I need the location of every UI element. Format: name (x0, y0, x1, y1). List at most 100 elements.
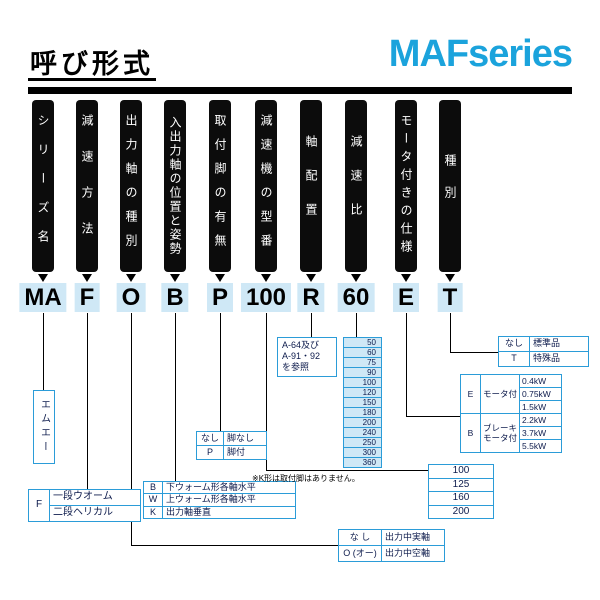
triangle-pointer (82, 274, 92, 282)
size-value: 200 (428, 504, 494, 519)
column-bar-reduction-method: 減速方法 (76, 100, 98, 272)
kind-key: なし (498, 336, 530, 352)
series-logo: MAFseries (388, 33, 573, 75)
connector-line (131, 545, 338, 546)
column-bar-motor-spec: モータ付きの仕様 (395, 100, 417, 272)
ratio-value: 240 (343, 427, 382, 438)
code-layout: B (161, 283, 189, 312)
motor-group-label: モータ付 (480, 374, 520, 414)
column-label: 減速機の型番 (259, 114, 273, 258)
connector-line (266, 470, 428, 471)
series-name-box: エムエー (33, 390, 55, 464)
connector-line (131, 313, 132, 545)
motor-kw: 0.75kW (519, 387, 562, 401)
table-row: 250 (343, 437, 382, 448)
triangle-pointer (261, 274, 271, 282)
column-label: 入出力軸の位置と姿勢 (168, 116, 182, 256)
ratio-value: 360 (343, 457, 382, 468)
legs-value: 脚付 (223, 445, 267, 460)
column-bar-series-name: シリーズ名 (32, 100, 54, 272)
motor-kw: 3.7kW (519, 426, 562, 440)
layout-key: W (143, 493, 163, 507)
ref-line: A-64及び (282, 340, 320, 350)
motor-group-label: ブレーキモータ付 (480, 413, 520, 453)
table-row: O (オー) 出力中空軸 (338, 545, 445, 562)
column-bar-shaft-arrangement: 軸配置 (300, 100, 322, 272)
column-label: 種別 (443, 154, 457, 218)
connector-line (220, 313, 221, 431)
kind-table: なし 標準品 T 特殊品 (498, 336, 589, 367)
reduction-ratio-table: 50 60 75 90 100 120 150 180 200 240 250 … (343, 337, 382, 468)
table-row: 二段ヘリカル (29, 505, 141, 522)
table-row: 120 (343, 387, 382, 398)
table-row: 200 (343, 417, 382, 428)
motor-kw: 5.5kW (519, 439, 562, 453)
output-value: 出力中実軸 (381, 529, 445, 546)
table-row: 150 (343, 397, 382, 408)
triangle-pointer (445, 274, 455, 282)
table-row: 5.5kW (461, 439, 562, 453)
column-bar-reduction-ratio: 減速比 (345, 100, 367, 272)
header-divider (28, 87, 572, 94)
title-underline (28, 78, 156, 81)
table-row: K 出力軸垂直 (143, 505, 296, 519)
connector-line (43, 313, 44, 390)
legs-key: なし (196, 431, 224, 446)
ratio-value: 250 (343, 437, 382, 448)
triangle-pointer (126, 274, 136, 282)
series-name-text: エムエー (38, 399, 50, 455)
triangle-pointer (351, 274, 361, 282)
table-row: 160 (428, 491, 494, 506)
connector-line (406, 313, 407, 416)
column-bar-reducer-model: 減速機の型番 (255, 100, 277, 272)
kind-value: 標準品 (529, 336, 589, 352)
column-label: モータ付きの仕様 (399, 114, 413, 258)
column-label: シリーズ名 (36, 113, 50, 259)
ratio-value: 75 (343, 357, 382, 368)
table-row: W 上ウォーム形各軸水平 (143, 493, 296, 507)
table-row: B ブレーキモータ付 2.2kW (460, 413, 562, 453)
table-row: P 脚付 (196, 445, 267, 460)
connector-line (175, 313, 176, 481)
code-output: O (116, 283, 146, 312)
kind-value: 特殊品 (529, 351, 589, 367)
table-row: 180 (343, 407, 382, 418)
size-value: 125 (428, 477, 494, 492)
motor-kw: 0.4kW (519, 374, 562, 388)
code-ratio: 60 (337, 283, 375, 312)
connector-line (311, 313, 312, 337)
code-legs: P (206, 283, 234, 312)
column-label: 軸配置 (304, 135, 318, 237)
connector-line (450, 352, 498, 353)
ratio-value: 300 (343, 447, 382, 458)
mounting-legs-table: なし 脚なし P 脚付 (196, 431, 267, 460)
table-row: 75 (343, 357, 382, 368)
table-row: な し 出力中実軸 (338, 529, 445, 546)
reducer-sizes-table: 100 125 160 200 (428, 464, 494, 519)
shaft-arrangement-refbox: A-64及び A-91・92 を参照 (277, 337, 337, 377)
ratio-value: 90 (343, 367, 382, 378)
shaft-layout-table: B 下ウォーム形各軸水平 W 上ウォーム形各軸水平 K 出力軸垂直 (143, 480, 296, 519)
connector-line (87, 313, 88, 489)
method-key: F (28, 489, 50, 522)
size-value: 160 (428, 491, 494, 506)
k-type-note: ※K形は取付脚はありません。 (252, 474, 360, 483)
ref-line: を参照 (282, 362, 310, 372)
ratio-value: 150 (343, 397, 382, 408)
table-row: 240 (343, 427, 382, 438)
column-label: 減速比 (349, 135, 363, 237)
table-row: 100 (343, 377, 382, 388)
column-label: 減速方法 (80, 114, 94, 258)
column-bar-kind: 種別 (439, 100, 461, 272)
table-row: 360 (343, 457, 382, 468)
table-row: なし 脚なし (196, 431, 267, 446)
column-bar-shaft-position: 入出力軸の位置と姿勢 (164, 100, 186, 272)
output-value: 出力中空軸 (381, 545, 445, 562)
ref-line: A-91・92 (282, 351, 321, 361)
code-motor: E (392, 283, 420, 312)
ratio-value: 60 (343, 347, 382, 358)
table-row: E モータ付 0.4kW (460, 374, 562, 414)
table-row: T 特殊品 (498, 351, 589, 367)
column-label: 出力軸の種別 (124, 114, 138, 258)
triangle-pointer (38, 274, 48, 282)
